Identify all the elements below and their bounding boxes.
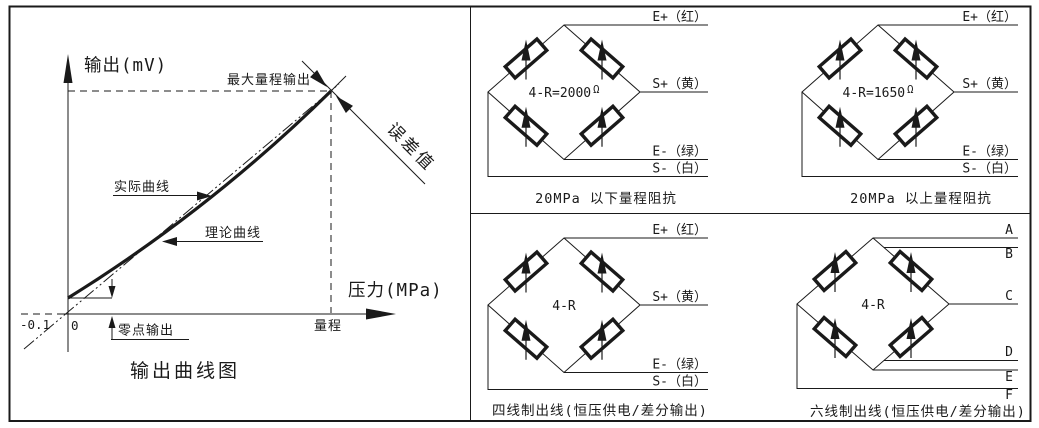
wire-s-minus (801, 92, 1018, 177)
theory-curve-label: 理论曲线 (205, 226, 261, 241)
max-range-output-label: 最大量程输出 (227, 72, 311, 88)
wire-label-e-minus: E-（绿） (652, 145, 707, 160)
bridge-caption: 四线制出线(恒压供电/差分输出) (492, 403, 708, 419)
bridge-caption: 20MPa 以上量程阻抗 (850, 191, 992, 207)
y-axis-label: 输出(mV) (84, 56, 167, 76)
tick-range: 量程 (314, 319, 342, 334)
wire-label-c: C (1005, 289, 1013, 304)
bridge-caption: 20MPa 以下量程阻抗 (535, 191, 677, 207)
bridge-center-label: 4-R (861, 298, 885, 313)
wire-label-e-minus: E-（绿） (962, 145, 1017, 160)
actual-curve-line (67, 89, 333, 300)
bridge-center-label: 4-R (552, 299, 576, 314)
tick-zero: 0 (71, 318, 79, 333)
wire-label-e-minus: E-（绿） (652, 358, 707, 373)
curve-extension-line (330, 75, 347, 92)
theory-curve-arrow (162, 237, 177, 246)
wire-label-e-plus: E+（红） (652, 9, 707, 25)
wire-f (796, 304, 1018, 389)
bridge-caption: 六线制出线(恒压供电/差分输出) (810, 404, 1026, 420)
wire-label-s-minus: S-（白） (652, 161, 707, 177)
bridge-resistance-value: 4-R (861, 298, 885, 313)
bridge-circuit-4wire: E+（红） S+（黄） E-（绿）S-（白） 4-R 四线制出线(恒压供电/差分输出) (487, 222, 708, 419)
wire-label-b: B (1005, 247, 1013, 262)
error-arrow-upper (310, 70, 331, 91)
wire-label-s-plus: S+（黄） (652, 77, 707, 92)
output-curve-graph: 输出(mV) 压力(MPa) 最大量程输出 误差值 实际曲线 理论曲线 零点输出… (20, 54, 443, 382)
wire-label-e: E (1005, 370, 1013, 385)
wire-label-e-plus: E+（红） (652, 222, 707, 238)
ohm-symbol: Ω (907, 84, 913, 96)
wire-label-s-plus: S+（黄） (962, 77, 1017, 92)
bridge-resistance-value: 4-R=2000 (529, 86, 592, 101)
wire-label-s-minus: S-（白） (652, 374, 707, 390)
wire-label-s-minus: S-（白） (962, 161, 1017, 177)
wire-s-minus (487, 305, 708, 390)
outer-border (8, 5, 1032, 422)
wire-label-f: F (1005, 388, 1013, 403)
wire-label-a: A (1005, 223, 1013, 238)
wire-label-s-plus: S+（黄） (652, 290, 707, 305)
x-axis-arrowhead (366, 308, 396, 320)
tick-minus-0-1: -0.1 (20, 317, 50, 332)
y-axis-arrowhead (63, 54, 73, 83)
wire-s-minus (487, 92, 708, 177)
bridge-resistance-value: 4-R (552, 299, 576, 314)
actual-curve-label: 实际曲线 (114, 180, 170, 195)
ohm-symbol: Ω (593, 84, 599, 96)
graph-title: 输出曲线图 (130, 360, 240, 382)
bridge-circuit-6wire: AB C DEF 4-R 六线制出线(恒压供电/差分输出) (796, 223, 1026, 420)
wire-label-e-plus: E+（红） (962, 9, 1017, 25)
zero-point-output-label: 零点输出 (118, 323, 174, 339)
zero-dim-arrow-down (108, 286, 116, 298)
theory-curve-line (23, 83, 340, 350)
wire-label-d: D (1005, 345, 1013, 360)
x-axis-label: 压力(MPa) (348, 281, 443, 301)
error-arrow-lower (332, 92, 353, 113)
bridge-resistance-value: 4-R=1650 (843, 86, 906, 101)
error-value-label: 误差值 (382, 119, 439, 176)
